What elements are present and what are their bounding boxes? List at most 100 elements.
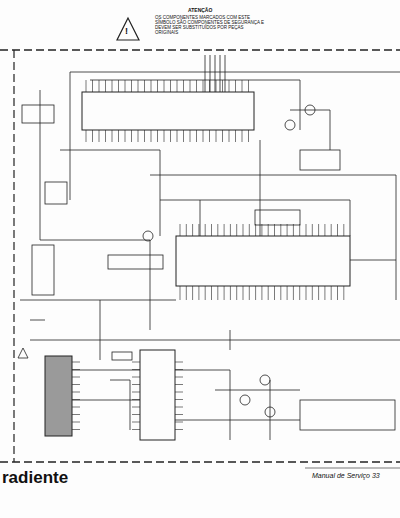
pin-stroke <box>132 384 140 385</box>
pin-stroke <box>324 286 325 300</box>
pin-stroke <box>118 130 119 142</box>
pin-stroke <box>125 80 126 92</box>
pin-stroke <box>132 362 140 363</box>
pin-stroke <box>242 80 243 92</box>
pin-stroke <box>274 286 275 300</box>
pin-stroke <box>157 130 158 142</box>
pin-stroke <box>222 80 223 92</box>
warning-title: ATENÇÃO <box>188 8 212 14</box>
pin-stroke <box>86 80 87 92</box>
pin-stroke <box>299 286 300 300</box>
pin-stroke <box>132 392 140 393</box>
brand-name: radiente <box>2 469 68 488</box>
pin-stroke <box>151 80 152 92</box>
pin-stroke <box>261 286 262 300</box>
pin-stroke <box>170 80 171 92</box>
warning-triangle <box>117 18 139 40</box>
pin-stroke <box>343 286 344 300</box>
pin-stroke <box>92 130 93 142</box>
pin-stroke <box>175 414 183 415</box>
pin-stroke <box>331 224 332 236</box>
pin-stroke <box>186 224 187 236</box>
pin-stroke <box>175 407 183 408</box>
pin-stroke <box>118 80 119 92</box>
pin-stroke <box>72 399 80 400</box>
pin-stroke <box>209 130 210 142</box>
pin-stroke <box>186 286 187 300</box>
pin-stroke <box>131 130 132 142</box>
pin-stroke <box>235 130 236 142</box>
pin-stroke <box>132 422 140 423</box>
pin-stroke <box>164 80 165 92</box>
warning-mark: ! <box>125 27 128 37</box>
pin-stroke <box>72 369 80 370</box>
pin-stroke <box>235 80 236 92</box>
pin-stroke <box>230 286 231 300</box>
pin-stroke <box>183 130 184 142</box>
pin-stroke <box>86 130 87 142</box>
pin-stroke <box>306 286 307 300</box>
pin-stroke <box>99 130 100 142</box>
pin-stroke <box>164 130 165 142</box>
pin-stroke <box>72 422 80 423</box>
warning-note: OS COMPONENTES MARCADOS COM ESTE SÍMBOLO… <box>155 16 267 36</box>
pin-stroke <box>125 130 126 142</box>
pin-stroke <box>229 80 230 92</box>
pin-stroke <box>293 286 294 300</box>
pin-stroke <box>151 130 152 142</box>
pin-stroke <box>196 130 197 142</box>
pin-stroke <box>157 80 158 92</box>
pin-stroke <box>144 130 145 142</box>
pin-stroke <box>72 377 80 378</box>
pin-stroke <box>243 224 244 236</box>
pin-stroke <box>192 286 193 300</box>
pin-stroke <box>105 130 106 142</box>
pin-stroke <box>112 80 113 92</box>
pin-stroke <box>337 224 338 236</box>
pin-stroke <box>324 224 325 236</box>
pin-stroke <box>198 286 199 300</box>
pin-stroke <box>175 399 183 400</box>
pin-stroke <box>92 80 93 92</box>
pin-stroke <box>268 224 269 236</box>
pin-stroke <box>229 130 230 142</box>
pin-stroke <box>230 224 231 236</box>
pin-stroke <box>255 224 256 236</box>
pin-stroke <box>343 224 344 236</box>
pin-stroke <box>280 286 281 300</box>
pin-stroke <box>236 224 237 236</box>
pin-stroke <box>132 414 140 415</box>
pin-stroke <box>132 429 140 430</box>
pin-stroke <box>99 80 100 92</box>
pin-stroke <box>242 130 243 142</box>
pin-stroke <box>170 130 171 142</box>
pin-stroke <box>299 224 300 236</box>
pin-stroke <box>318 286 319 300</box>
pin-stroke <box>248 80 249 92</box>
pin-stroke <box>192 224 193 236</box>
pin-stroke <box>144 80 145 92</box>
pin-stroke <box>190 80 191 92</box>
pin-stroke <box>72 362 80 363</box>
pin-stroke <box>287 286 288 300</box>
pin-stroke <box>72 414 80 415</box>
page-footer: Manual de Serviço 33 <box>312 472 380 480</box>
pin-stroke <box>205 224 206 236</box>
pin-stroke <box>177 80 178 92</box>
pin-stroke <box>217 224 218 236</box>
pin-stroke <box>132 377 140 378</box>
pin-stroke <box>138 80 139 92</box>
pin-stroke <box>236 286 237 300</box>
pin-stroke <box>177 130 178 142</box>
pin-stroke <box>175 377 183 378</box>
pin-stroke <box>224 286 225 300</box>
pin-stroke <box>180 224 181 236</box>
pin-stroke <box>209 80 210 92</box>
pin-stroke <box>274 224 275 236</box>
pin-stroke <box>131 80 132 92</box>
pin-stroke <box>312 286 313 300</box>
pin-stroke <box>243 286 244 300</box>
pin-stroke <box>268 286 269 300</box>
